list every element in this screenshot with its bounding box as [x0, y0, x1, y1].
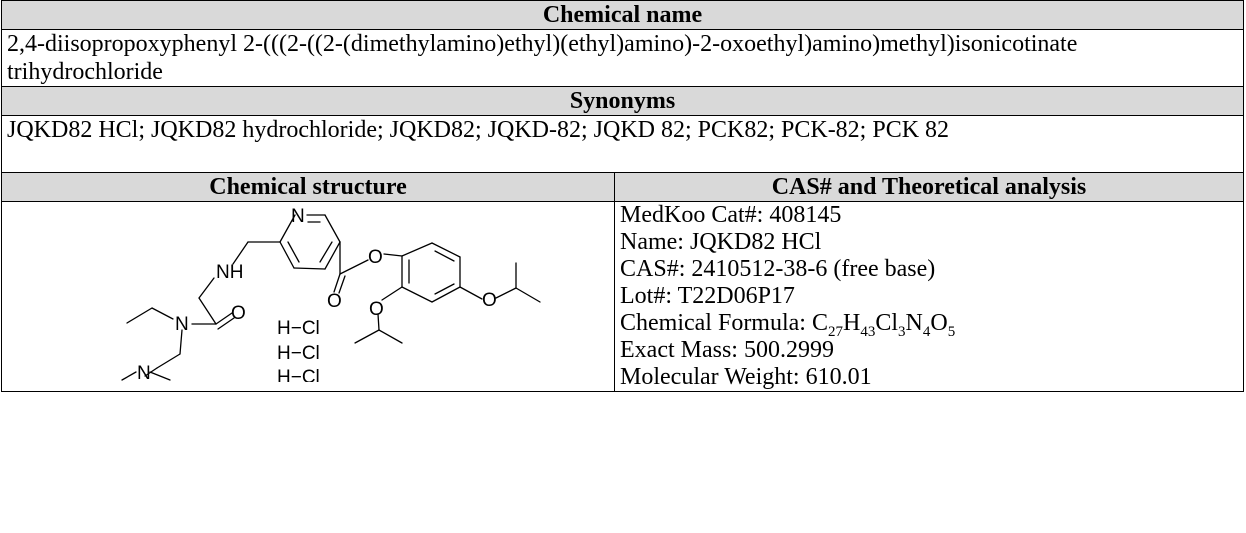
formula-line: Chemical Formula: C27H43Cl3N4O5 [620, 310, 1238, 339]
synonyms-header: Synonyms [1, 86, 1244, 116]
formula-el-cl: Cl [875, 310, 899, 336]
molecular-weight-line: Molecular Weight: 610.01 [620, 364, 1238, 391]
formula-n-o: 5 [947, 323, 956, 340]
formula-n-cl: 3 [898, 323, 906, 340]
atom-n-dimethyl: N [137, 363, 151, 382]
formula-n-n: 4 [922, 323, 931, 340]
mw-label: Molecular Weight: [620, 364, 800, 390]
chemical-name-text: 2,4-diisopropoxyphenyl 2-(((2-((2-(dimet… [1, 29, 1244, 87]
name-label: Name: [620, 229, 684, 255]
atom-nh: NH [216, 262, 243, 283]
synonyms-text: JQKD82 HCl; JQKD82 hydrochloride; JQKD82… [1, 115, 1244, 173]
exact-mass-label: Exact Mass: [620, 337, 738, 363]
formula-value: C27H43Cl3N4O5 [811, 310, 955, 339]
formula-el-n: N [905, 310, 923, 336]
cas-line: CAS#: 2410512-38-6 (free base) [620, 256, 1238, 283]
name-line: Name: JQKD82 HCl [620, 229, 1238, 256]
formula-label: Chemical Formula: [620, 310, 806, 336]
chemical-structure-diagram: N NH O O O O N O N H−Cl H−Cl H−Cl [121, 206, 541, 382]
atom-o-ether-para: O [482, 290, 497, 311]
atom-n-amide: N [175, 314, 189, 335]
lot-value: T22D06P17 [677, 283, 795, 309]
salt-hcl-2: H−Cl [277, 343, 320, 364]
atom-o-carbonyl: O [327, 291, 342, 312]
structure-cell: N NH O O O O N O N H−Cl H−Cl H−Cl [1, 201, 615, 392]
bond-lines [121, 214, 541, 381]
analysis-header: CAS# and Theoretical analysis [614, 172, 1244, 202]
atom-o-ether-ortho: O [369, 299, 384, 320]
formula-n-h: 43 [860, 323, 876, 340]
salt-hcl-1: H−Cl [277, 318, 320, 339]
cas-value: 2410512-38-6 (free base) [691, 256, 936, 282]
atom-o-amide: O [231, 303, 246, 324]
exact-mass-value: 500.2999 [743, 337, 834, 363]
formula-el-c: C [811, 310, 828, 336]
medkoo-cat-line: MedKoo Cat#: 408145 [620, 202, 1238, 229]
analysis-cell: MedKoo Cat#: 408145 Name: JQKD82 HCl CAS… [614, 201, 1244, 392]
atom-o-ester: O [368, 247, 383, 268]
atom-n-pyridine: N [291, 206, 305, 227]
atom-labels: N NH O O O O N O N H−Cl H−Cl H−Cl [137, 206, 497, 382]
spec-table: Chemical name 2,4-diisopropoxyphenyl 2-(… [1, 0, 1244, 392]
salt-hcl-3: H−Cl [277, 367, 320, 382]
cat-label: MedKoo Cat#: [620, 202, 764, 228]
name-value: JQKD82 HCl [689, 229, 822, 255]
cat-value: 408145 [769, 202, 842, 228]
cas-label: CAS#: [620, 256, 686, 282]
formula-el-o: O [930, 310, 948, 336]
structure-header: Chemical structure [1, 172, 615, 202]
chemical-name-header: Chemical name [1, 0, 1244, 30]
exact-mass-line: Exact Mass: 500.2999 [620, 337, 1238, 364]
mw-value: 610.01 [805, 364, 872, 390]
formula-el-h: H [842, 310, 861, 336]
lot-line: Lot#: T22D06P17 [620, 283, 1238, 310]
lot-label: Lot#: [620, 283, 672, 309]
formula-n-c: 27 [827, 323, 843, 340]
